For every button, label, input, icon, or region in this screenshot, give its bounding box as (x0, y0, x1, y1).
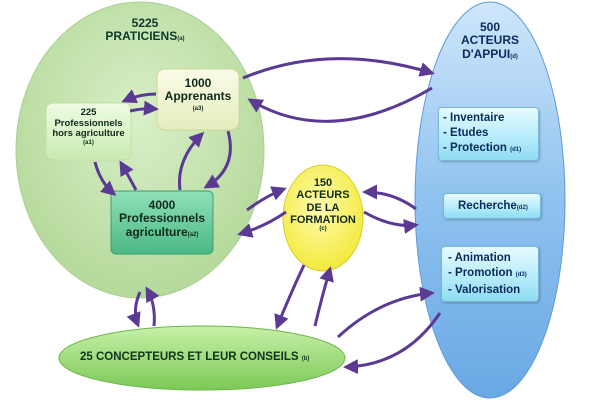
d1-item-inventaire: - Inventaire (443, 112, 505, 124)
formation-line2: DE LA (306, 201, 340, 214)
pro-agriculture-line2: agriculture (125, 224, 188, 239)
formation-line3: FORMATION (290, 213, 356, 226)
arrow-pro-to-formation (246, 186, 287, 212)
arrows (93, 57, 442, 375)
arrow-praticiens-to-concepteurs (126, 291, 142, 328)
appui-label: 500 ACTEURS D'APPUI(d) (440, 20, 540, 61)
hors-agriculture-count: 225 (80, 107, 97, 118)
pro-agriculture-box (110, 190, 214, 255)
formation-count: 150 (313, 177, 333, 189)
concepteurs-label: 25 CONCEPTEURS ET LEUR CONSEILS (b) (80, 351, 350, 364)
concepteurs-ellipse (58, 325, 346, 391)
arrow-formation-to-pro (237, 210, 287, 238)
d3-item-promotion: - Promotion (448, 267, 513, 279)
d3-tag: (d3) (515, 272, 527, 278)
hors-agriculture-line2: hors agriculture (52, 128, 125, 140)
arrow-appui-to-formation (362, 184, 417, 211)
appui-box-d2: Recherche(d2) (443, 193, 541, 219)
apprenants-label: 1000 Apprenants (a3) (158, 76, 238, 113)
appui-line2: D'APPUI (462, 46, 511, 61)
d1-tag: (d1) (510, 147, 522, 153)
praticiens-tag: (a) (177, 36, 185, 43)
arrow-appui-to-concepteurs (343, 312, 442, 375)
formation-tag: (c) (319, 226, 327, 233)
arrow-formation-to-appui (363, 210, 419, 234)
arrow-pro-to-hors (119, 160, 138, 191)
arrow-concepteurs-to-praticiens (145, 286, 160, 327)
d2-label: Recherche (458, 200, 517, 212)
appui-line1: ACTEURS (460, 33, 519, 48)
formation-line1: ACTEURS (296, 189, 350, 202)
formation-label: 150 ACTEURS DE LA FORMATION (c) (285, 177, 361, 233)
hors-agriculture-box (45, 102, 132, 161)
praticiens-count: 5225 (131, 16, 159, 30)
arrow-pro-to-apprenants (177, 131, 205, 191)
pro-agriculture-line1: Professionnels (118, 211, 206, 226)
appui-box-d3: - Animation - Promotion (d3) - Valorisat… (441, 246, 539, 302)
d3-item-valorisation: - Valorisation (448, 284, 521, 296)
arrow-concepteurs-to-formation (313, 266, 334, 327)
arrow-concepteurs-to-appui (336, 286, 435, 339)
apprenants-box (156, 68, 240, 131)
appui-count: 500 (479, 20, 501, 34)
apprenants-title: Apprenants (164, 89, 232, 104)
arrow-hors-to-apprenants (129, 100, 159, 116)
appui-box-d1: - Inventaire - Etudes - Protection (d1) (438, 107, 539, 161)
arrow-praticiens-to-appui (242, 57, 435, 80)
arrow-formation-to-concepteurs (274, 264, 306, 330)
praticiens-title: PRATICIENS (105, 29, 178, 44)
concepteurs-tag: (b) (301, 356, 310, 362)
pro-agriculture-tag: (a2) (187, 231, 199, 238)
d2-tag: (d2) (516, 205, 528, 211)
arrow-apprenants-to-hors (121, 89, 157, 104)
praticiens-label: 5225 PRATICIENS(a) (90, 16, 200, 44)
apprenants-count: 1000 (184, 76, 212, 90)
hors-agriculture-tag: (a1) (83, 139, 94, 146)
arrow-hors-to-pro (93, 161, 117, 196)
pro-agriculture-count: 4000 (148, 198, 176, 212)
d3-item-animation: - Animation (448, 252, 511, 264)
arrow-appui-to-praticiens (247, 86, 433, 123)
d1-item-protection: - Protection (443, 142, 507, 154)
arrow-apprenants-to-pro (203, 130, 232, 189)
hors-agriculture-label: 225 Professionnels hors agriculture (a1) (46, 107, 131, 147)
hors-agriculture-line1: Professionnels (54, 117, 123, 129)
pro-agriculture-label: 4000 Professionnels agriculture(a2) (111, 198, 213, 239)
appui-tag: (d) (510, 53, 518, 60)
concepteurs-title: 25 CONCEPTEURS ET LEUR CONSEILS (80, 351, 299, 363)
d1-item-etudes: - Etudes (443, 127, 489, 139)
apprenants-tag: (a3) (192, 105, 204, 112)
